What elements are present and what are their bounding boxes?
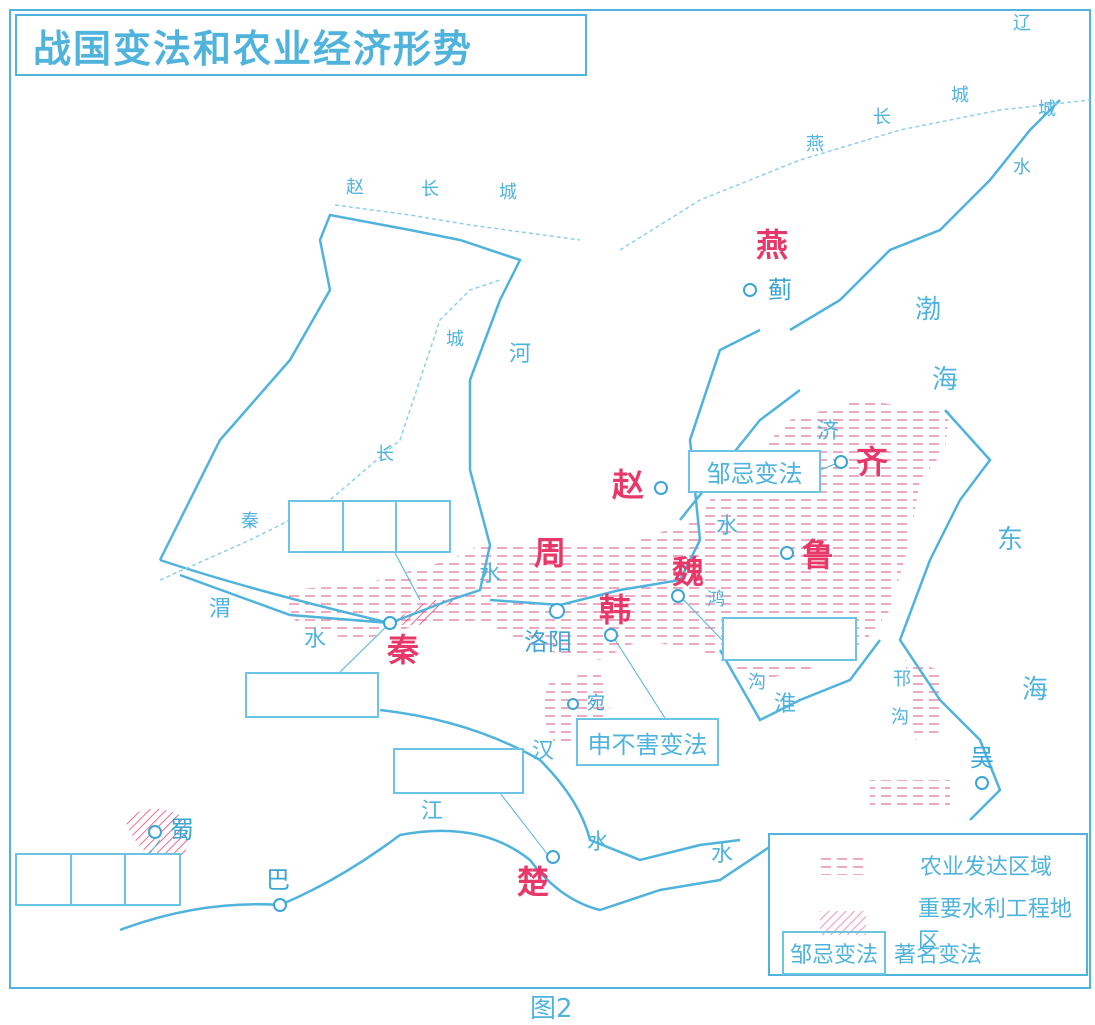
legend-item-agri: 农业发达区域 [820,849,1052,881]
label-chang: 长 [376,444,394,465]
label-han-canal: 邗 [893,669,911,690]
label-hong: 鸿 [707,589,725,610]
coast [789,99,1061,821]
label-cheng: 城 [446,329,464,350]
city-shu: 蜀 [170,816,194,844]
legend-label: 著名变法 [894,943,983,968]
label-liao: 辽 [1013,13,1031,34]
map-frame [9,9,1091,989]
label-shui: 水 [303,627,327,652]
city-wan: 宛 [587,693,605,714]
label-gou: 沟 [748,672,766,693]
label-huai: 淮 [773,692,797,717]
label-qin-wall: 秦 [241,511,259,532]
label-shui: 水 [710,842,734,867]
zhao-great-wall [334,204,581,241]
state-zhou: 周 [533,534,567,572]
city-luoyang: 洛阳 [524,628,572,656]
huai-river [718,639,881,722]
label-chang: 长 [421,179,439,200]
label-han: 汉 [531,739,555,764]
yan-great-wall [619,99,1091,251]
label-shui: 水 [478,562,502,587]
city-wu: 吴 [970,744,994,772]
label-yan-wall: 燕 [806,134,824,155]
label-hai: 海 [931,365,959,395]
legend-label: 农业发达区域 [920,855,1053,880]
blank-answer-box[interactable] [15,853,181,906]
figure-caption: 图2 [530,994,573,1024]
state-wei: 魏 [671,553,705,591]
label-cheng: 城 [499,182,517,203]
blank-answer-box[interactable] [245,672,379,718]
label-wei: 渭 [208,597,232,622]
city-ba: 巴 [266,866,290,894]
label-jiang: 江 [420,799,444,824]
label-cheng-2: 城 [951,85,969,106]
reform-shenbuhai-box: 申不害变法 [576,718,719,766]
label-shui: 水 [1013,157,1031,178]
agri-pattern-swatch [820,855,868,875]
label-bo: 渤 [914,295,942,325]
label-he: 河 [508,342,532,367]
legend-item-water: 重要水利工程地区 [820,891,1086,955]
state-chu: 楚 [516,863,550,901]
state-qi: 齐 [855,443,889,481]
label-zhao-wall: 赵 [346,177,364,198]
label-cheng: 城 [1038,99,1056,120]
label-hai: 海 [1021,675,1049,705]
label-dong: 东 [996,525,1024,555]
city-markers [148,283,989,912]
legend-sample-box: 邹忌变法 [782,931,887,975]
state-han: 韩 [598,591,632,629]
label-ji: 济 [816,419,840,444]
great-walls [159,99,1091,581]
han-river [379,708,741,862]
qin-great-wall [159,279,501,581]
state-qin: 秦 [386,631,420,669]
blank-answer-box[interactable] [288,500,451,553]
blank-answer-box[interactable] [393,748,524,794]
rivers [119,99,1061,932]
state-yan: 燕 [755,226,789,264]
yangtze [119,829,781,932]
legend-item-reform: 邹忌变法 著名变法 [782,931,982,975]
city-ji: 蓟 [768,276,792,304]
label-shui: 水 [586,830,610,855]
label-chang: 长 [873,107,891,128]
blank-answer-box[interactable] [722,617,857,661]
reform-zouji-box: 邹忌变法 [688,450,821,493]
label-shui: 水 [715,514,739,539]
ji-river [679,389,801,521]
label-gou: 沟 [891,707,909,728]
wei-river [179,573,391,625]
agri-region-wu [870,780,950,805]
agri-region-han [905,660,945,740]
map-title: 战国变法和农业经济形势 [15,14,587,76]
yellow-river [158,213,761,625]
state-lu: 鲁 [801,536,835,574]
legend: 农业发达区域 重要水利工程地区 邹忌变法 著名变法 [768,833,1088,976]
state-zhao: 赵 [611,466,645,504]
legend-label: 重要水利工程地区 [917,897,1072,954]
